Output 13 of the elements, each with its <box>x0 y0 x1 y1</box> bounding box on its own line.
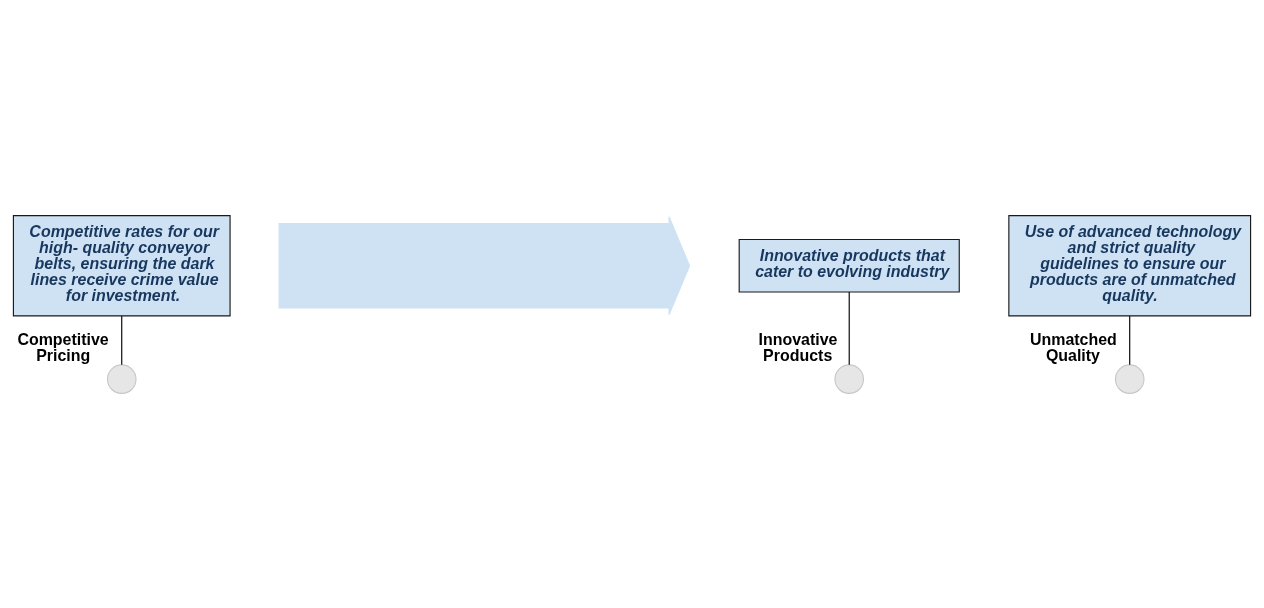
node-label: Unmatched Quality <box>1029 330 1117 364</box>
node-box: Use of advanced technology and strict quality guidelines to ensure our products are of unmatched quality. <box>1008 214 1252 316</box>
node-box: Innovative products that cater to evolving industry <box>738 238 960 293</box>
node-label: Innovative Products <box>758 330 838 364</box>
connector <box>848 291 850 365</box>
node-box: Competitive rates for our high- quality conveyor belts, ensuring the dark lines receive crime value for investment. <box>12 214 231 316</box>
node-arrow <box>278 215 691 315</box>
node-label: Competitive Pricing <box>17 330 109 364</box>
node-circle <box>106 363 137 394</box>
node-circle <box>1114 363 1145 394</box>
node-circle <box>834 363 865 394</box>
connector <box>1129 314 1131 365</box>
connector <box>121 314 123 365</box>
